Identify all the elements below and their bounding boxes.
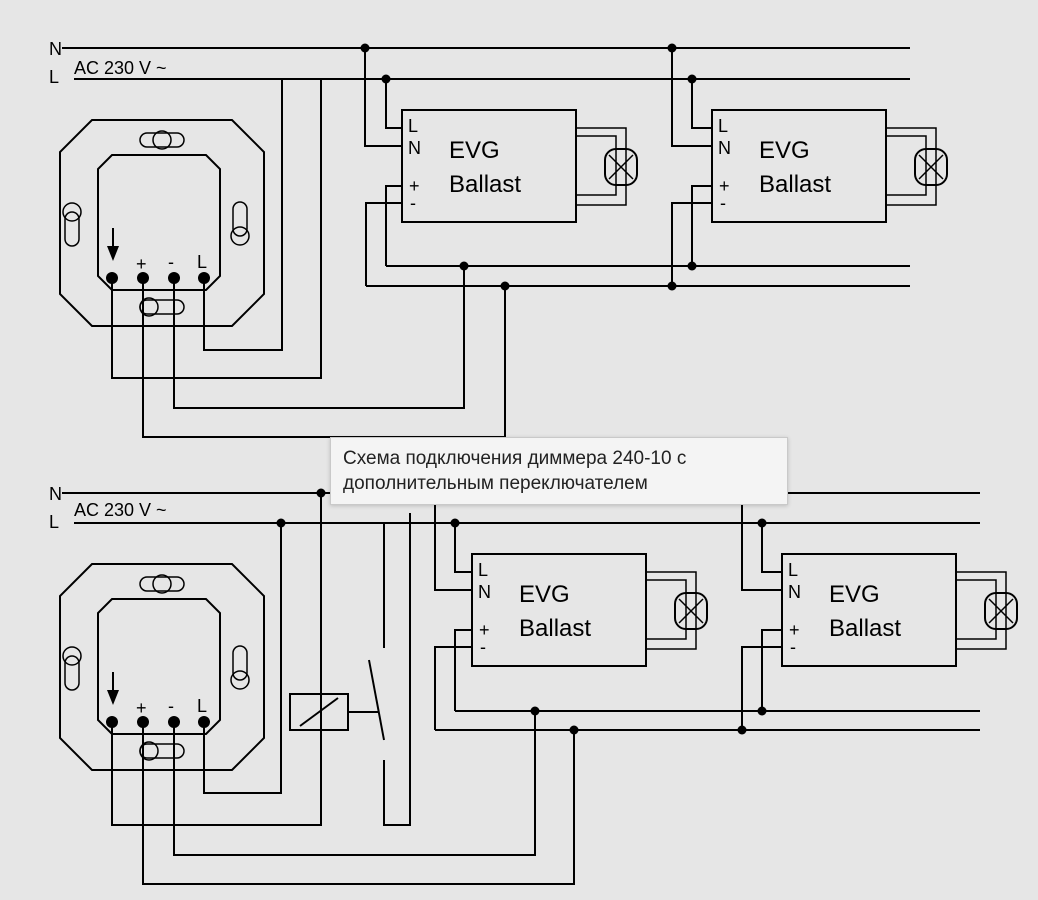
neutral-label: N	[49, 39, 62, 59]
bus-lines	[62, 492, 980, 731]
lamp-icon	[674, 592, 708, 630]
dimmer-wiring	[111, 493, 575, 885]
supply-label: AC 230 V ~	[74, 58, 167, 78]
dimmer-terminal-plus-label: +	[136, 254, 147, 274]
dimmer-module: + - L	[59, 119, 265, 327]
ballast-pin-minus: -	[410, 193, 416, 213]
ballast-type: Ballast	[829, 615, 901, 642]
dimmer-terminal-l-label: L	[197, 252, 207, 272]
ballast-name: EVG	[519, 581, 570, 608]
ballast-1: L N + - EVG Ballast	[364, 48, 638, 286]
neutral-label: N	[49, 484, 62, 504]
dimmer-wiring	[111, 78, 506, 438]
relay-icon	[289, 693, 378, 731]
ballast-type: Ballast	[519, 615, 591, 642]
ballast-pin-minus: -	[720, 193, 726, 213]
ballast-type: Ballast	[449, 171, 521, 198]
tooltip: Схема подключения диммера 240-10 с допол…	[330, 437, 788, 505]
ballast-pin-l: L	[788, 560, 798, 580]
ballast-type: Ballast	[759, 171, 831, 198]
ballast-pin-l: L	[718, 116, 728, 136]
ground-arrow-icon	[107, 228, 119, 261]
bus-lines	[62, 47, 910, 287]
ballast-pin-l: L	[408, 116, 418, 136]
wiring-diagram-top: N L AC 230 V ~ + -	[49, 39, 948, 438]
ballast-2: L N + - EVG Ballast	[671, 48, 948, 286]
junction-dots	[276, 488, 767, 735]
lamp-icon	[914, 148, 948, 186]
line-label: L	[49, 67, 59, 87]
ballast-1: L N + - EVG Ballast	[434, 493, 708, 730]
dimmer-module: + - L	[59, 563, 265, 771]
dimmer-terminal-minus-label: -	[168, 696, 174, 716]
supply-label: AC 230 V ~	[74, 500, 167, 520]
ballast-pin-minus: -	[480, 637, 486, 657]
ballast-pin-plus: +	[409, 176, 420, 196]
ballast-pin-plus: +	[479, 620, 490, 640]
line-label: L	[49, 512, 59, 532]
ground-arrow-icon	[107, 672, 119, 705]
ballast-pin-n: N	[718, 138, 731, 158]
dimmer-terminal-l-label: L	[197, 696, 207, 716]
ballast-name: EVG	[829, 581, 880, 608]
tooltip-line-2: дополнительным переключателем	[343, 473, 648, 494]
ballast-2: L N + - EVG Ballast	[741, 493, 1018, 730]
ballast-pin-n: N	[408, 138, 421, 158]
ballast-pin-l: L	[478, 560, 488, 580]
ballast-pin-plus: +	[719, 176, 730, 196]
ballast-name: EVG	[759, 137, 810, 164]
ballast-pin-n: N	[478, 582, 491, 602]
ballast-pin-plus: +	[789, 620, 800, 640]
lamp-icon	[604, 148, 638, 186]
ballast-pin-n: N	[788, 582, 801, 602]
junction-dots	[360, 43, 697, 291]
dimmer-terminal-minus-label: -	[168, 252, 174, 272]
wiring-diagram-bottom: N L AC 230 V ~ + - L	[49, 484, 1018, 885]
switch-contact-icon	[368, 513, 411, 826]
dimmer-terminal-plus-label: +	[136, 698, 147, 718]
tooltip-line-1: Схема подключения диммера 240-10 с	[343, 448, 687, 469]
lamp-icon	[984, 592, 1018, 630]
ballast-name: EVG	[449, 137, 500, 164]
ballast-pin-minus: -	[790, 637, 796, 657]
